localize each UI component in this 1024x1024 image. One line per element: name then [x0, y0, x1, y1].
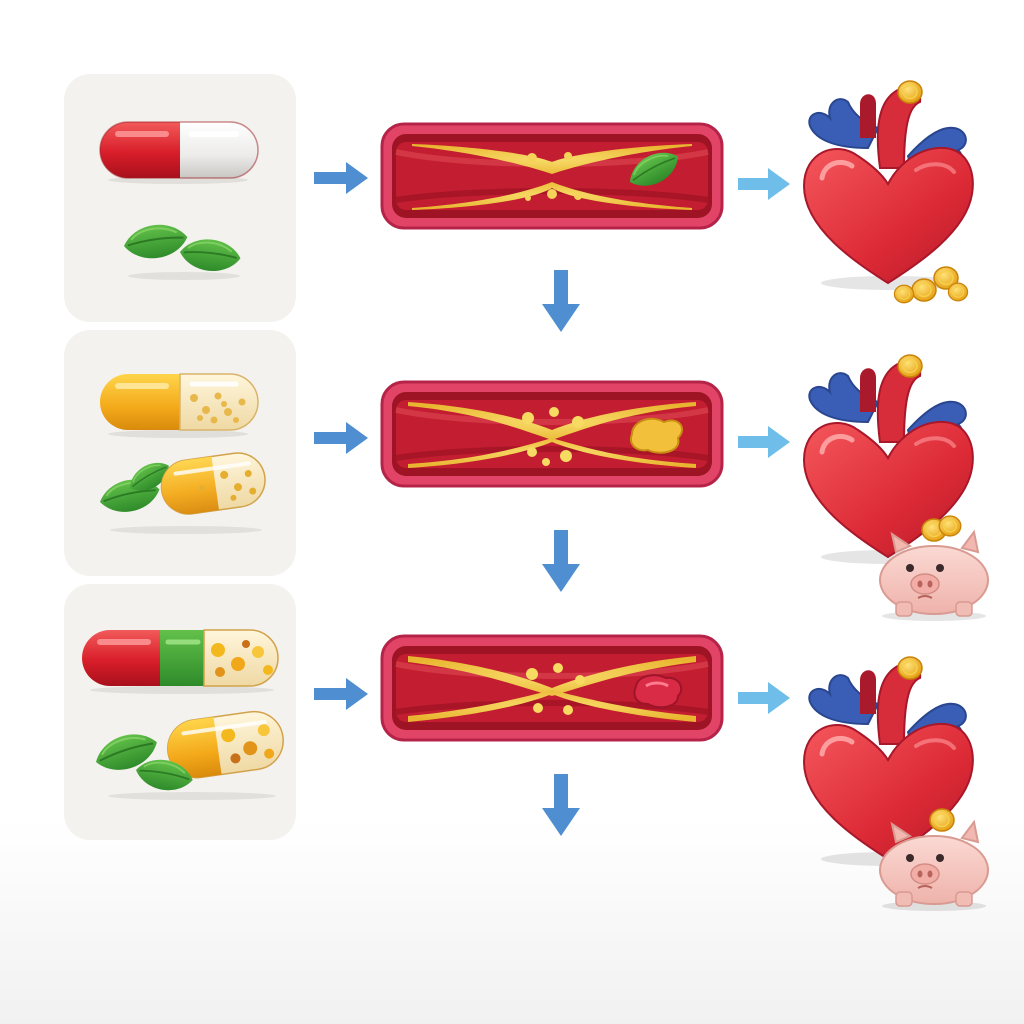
capsule-red-white-icon	[99, 121, 259, 184]
piggy-bank-icon-row-2	[879, 515, 989, 622]
leaves-icon	[120, 219, 244, 280]
arrow-down-3	[542, 774, 580, 836]
arrow-right-light-1	[738, 168, 790, 200]
heart-icon-row-1	[796, 80, 986, 304]
arrow-down-2	[542, 530, 580, 592]
arrow-right-3	[314, 678, 368, 710]
piggy-bank-icon-row-3	[879, 808, 989, 912]
leaves-capsule-icon	[89, 710, 284, 800]
artery-plaque-icon-row-2	[382, 382, 722, 486]
panel-row-2	[64, 330, 296, 576]
arrow-right-light-3	[738, 682, 790, 714]
arrow-right-light-2	[738, 426, 790, 458]
artery-plaque-icon-row-3	[382, 636, 722, 740]
arrow-right-1	[314, 162, 368, 194]
panel-row-1	[64, 74, 296, 322]
capsule-yellow-icon	[100, 373, 259, 438]
capsule-mixed-icon	[82, 629, 279, 694]
arrow-right-2	[314, 422, 368, 454]
leaf-capsule-icon	[95, 452, 266, 534]
arrow-down-1	[542, 270, 580, 332]
artery-plaque-icon-row-1	[382, 124, 722, 228]
